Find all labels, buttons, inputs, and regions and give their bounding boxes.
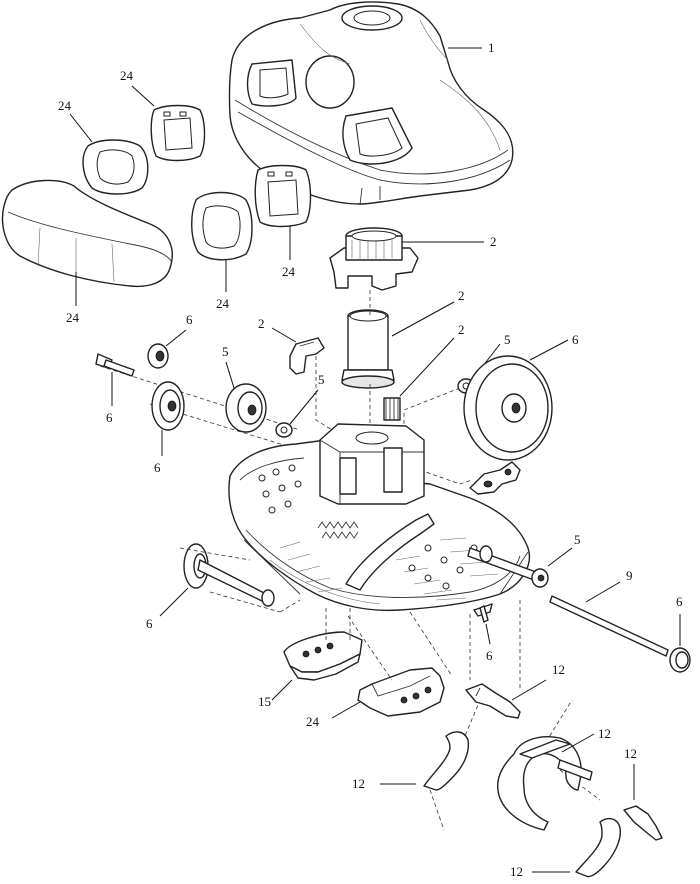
left-pin-part <box>95 353 135 377</box>
callout-5-d: 5 <box>574 532 581 547</box>
callout-12-e: 12 <box>510 864 523 879</box>
callout-2-b: 2 <box>258 316 265 331</box>
curved-strap-part-a <box>423 731 470 791</box>
callout-5-b: 5 <box>318 372 325 387</box>
lower-pin-part <box>473 603 493 623</box>
frame-part-c <box>191 191 253 261</box>
frame-part-d <box>254 164 312 228</box>
callout-24-d: 24 <box>216 296 230 311</box>
left-small-gear-part <box>147 343 169 369</box>
callout-6-b: 6 <box>106 410 113 425</box>
callout-6-f: 6 <box>146 616 153 631</box>
callout-5-c: 5 <box>504 332 511 347</box>
callout-24-a: 24 <box>120 68 134 83</box>
callout-9: 9 <box>626 568 633 583</box>
curved-strap-part-b <box>575 817 621 878</box>
callout-6-e: 6 <box>676 594 683 609</box>
callout-12-a: 12 <box>552 662 565 677</box>
wing-plate-part-b <box>357 667 445 717</box>
callout-24-c: 24 <box>66 310 80 325</box>
callout-2-c: 2 <box>458 288 465 303</box>
callout-2-d: 2 <box>458 322 465 337</box>
callout-24-e: 24 <box>282 264 296 279</box>
callout-6-g: 6 <box>486 648 493 663</box>
top-hood-part <box>228 1 514 206</box>
small-pinion-part <box>383 397 401 421</box>
small-clip-part-a <box>465 683 521 719</box>
callout-12-c: 12 <box>352 776 365 791</box>
callout-24-b: 24 <box>58 98 72 113</box>
clip-part <box>289 337 325 375</box>
callout-12-d: 12 <box>624 746 637 761</box>
callout-1: 1 <box>488 40 495 55</box>
frame-part-b <box>150 104 206 162</box>
right-axle-part <box>467 545 549 588</box>
lower-left-axle-part <box>183 543 275 607</box>
rod-end-cap-part <box>669 647 691 673</box>
callout-5-a: 5 <box>222 344 229 359</box>
large-clamp-part <box>497 736 593 831</box>
wing-plate-part-a <box>283 631 363 681</box>
chassis-body-part <box>228 423 530 612</box>
callout-15-a: 15 <box>258 694 271 709</box>
callout-15-b-text: 24 <box>306 714 320 729</box>
swivel-mount-part <box>329 227 419 291</box>
hose-tube-part <box>341 309 395 389</box>
large-drive-gear-part <box>463 355 553 461</box>
left-washer-part <box>275 422 293 438</box>
frame-part-a <box>82 139 149 195</box>
callout-2-a: 2 <box>490 234 497 249</box>
small-clip-part-b <box>623 805 663 841</box>
left-wheel-part <box>225 383 267 433</box>
side-bracket-part <box>469 461 521 495</box>
rod-part <box>549 595 669 657</box>
bumper-part <box>1 179 173 288</box>
callout-12-b: 12 <box>598 726 611 741</box>
callout-6-d: 6 <box>572 332 579 347</box>
callout-6-a: 6 <box>186 312 193 327</box>
left-mid-gear-part <box>151 381 185 431</box>
callout-6-c: 6 <box>154 460 161 475</box>
